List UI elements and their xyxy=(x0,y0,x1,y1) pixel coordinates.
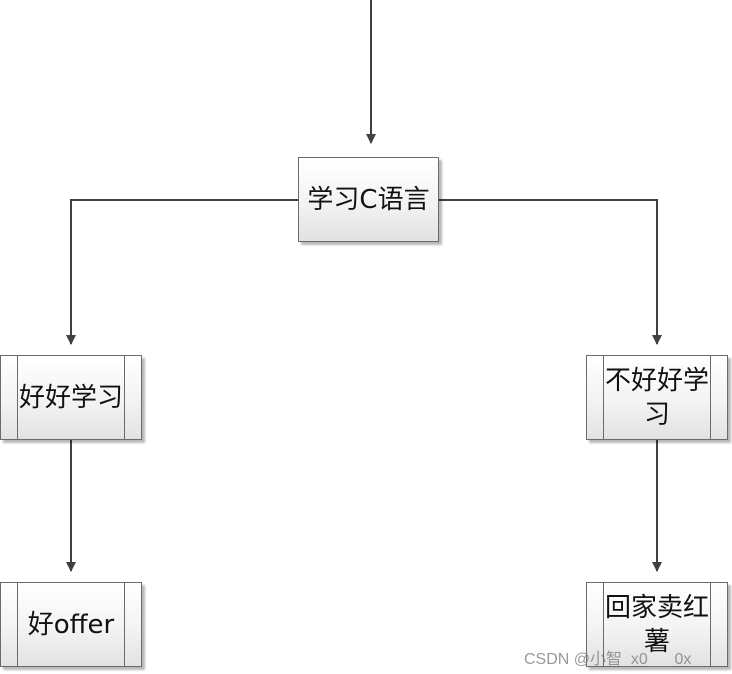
arrow-study-c-to-not-study xyxy=(439,199,662,345)
subprocess-box-sell-potato: 回家卖红薯 xyxy=(586,582,728,667)
subprocess-box-label: 好好学习 xyxy=(19,382,124,413)
subprocess-box-label: 好offer xyxy=(27,609,115,640)
subprocess-box-study-hard: 好好学习 xyxy=(0,355,142,440)
subprocess-box-not-study: 不好好学习 xyxy=(586,355,728,440)
subprocess-box-label: 不好好学习 xyxy=(605,365,710,430)
subprocess-box-good-offer: 好offer xyxy=(0,582,142,667)
process-box-label: 学习C语言 xyxy=(307,184,430,215)
process-box-study-c: 学习C语言 xyxy=(298,157,439,242)
subprocess-box-label: 回家卖红薯 xyxy=(605,592,710,657)
arrow-study-c-to-study-hard xyxy=(66,199,298,345)
watermark: CSDN @小智_x0___0x_ xyxy=(524,651,701,668)
